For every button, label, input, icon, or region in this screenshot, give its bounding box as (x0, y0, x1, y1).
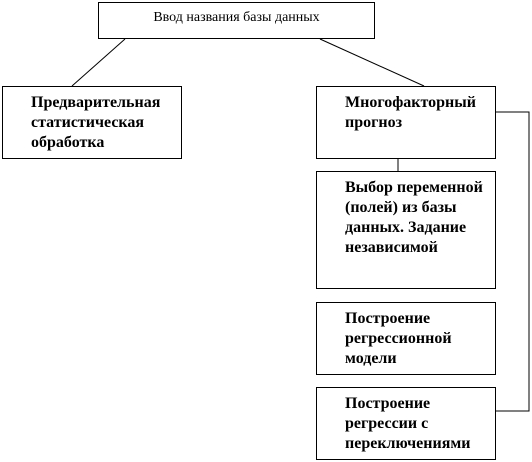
left-branch-box: Предварительная статистическая обработка (2, 86, 182, 159)
right-branch-label: Многофакторный прогноз (345, 94, 476, 131)
root-node-box: Ввод названия базы данных (98, 2, 375, 39)
child-label-regression-model: Построение регрессионной модели (345, 310, 452, 367)
right-bracket-connector (496, 111, 530, 412)
root-node-label: Ввод названия базы данных (153, 10, 320, 25)
child-label-variable-selection: Выбор переменной (полей) из базы данных.… (345, 179, 483, 256)
left-branch-label: Предварительная статистическая обработка (31, 94, 161, 151)
root-to-right-connector (319, 38, 425, 87)
child-box-switching-regression: Построение регрессии с переключениями (316, 387, 496, 460)
right-branch-box: Многофакторный прогноз (316, 86, 496, 159)
root-to-left-connector (71, 38, 126, 87)
child-label-switching-regression: Построение регрессии с переключениями (345, 395, 471, 452)
child-box-regression-model: Построение регрессионной модели (316, 302, 496, 375)
child-box-variable-selection: Выбор переменной (полей) из базы данных.… (316, 171, 496, 289)
